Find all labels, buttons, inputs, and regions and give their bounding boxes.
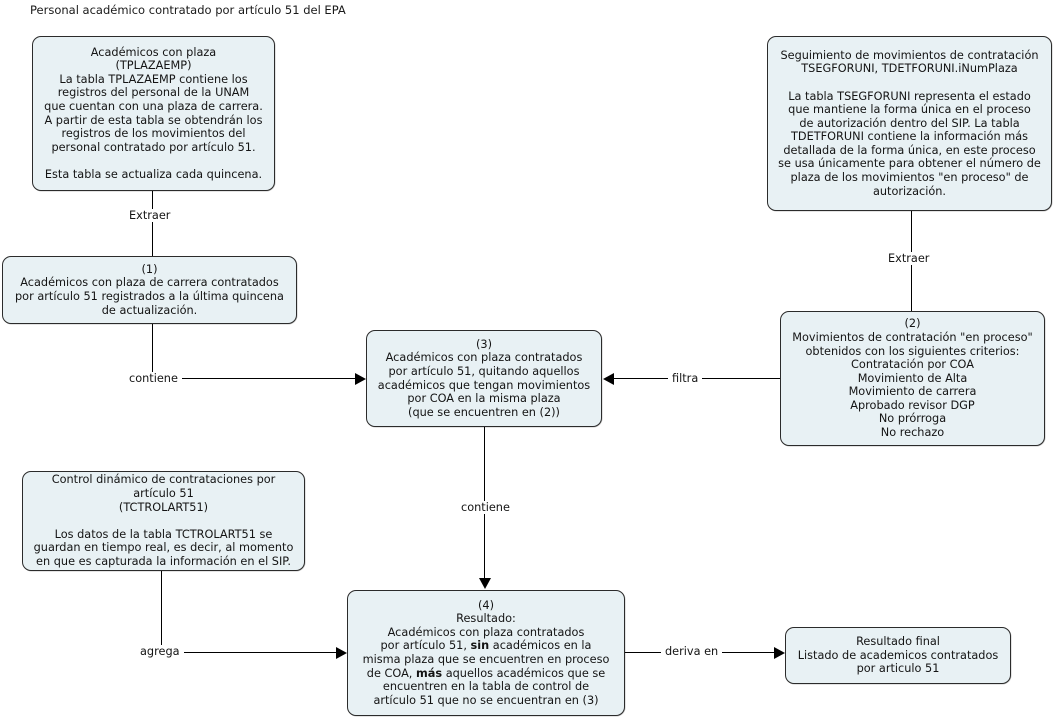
emphasis-mas: más (416, 666, 443, 680)
node-step-1[interactable]: (1) Académicos con plaza de carrera cont… (2, 256, 297, 324)
connector-tplazaemp-to-step1 (152, 191, 154, 256)
node-step-2[interactable]: (2) Movimientos de contratación "en proc… (780, 311, 1045, 446)
node-step-4-text: (4) Resultado: Académicos con plaza cont… (362, 598, 610, 707)
arrowhead-step2-to-step3 (603, 373, 614, 385)
node-tplazaemp-text: Académicos con plaza (TPLAZAEMP) La tabl… (44, 45, 263, 181)
node-tsegforuni-text: Seguimiento de movimientos de contrataci… (778, 48, 1041, 198)
edge-label-filtra: filtra (668, 372, 703, 385)
node-step-3-text: (3) Académicos con plaza contratados por… (377, 337, 591, 419)
node-tctrolart51-text: Control dinámico de contrataciones por a… (33, 473, 294, 568)
connector-step1-to-step3-horizontal (152, 378, 356, 380)
edge-label-extraer-left: Extraer (125, 209, 175, 222)
arrowhead-step4-to-final (774, 647, 785, 659)
arrowhead-step1-to-step3 (355, 373, 366, 385)
node-step-4[interactable]: (4) Resultado: Académicos con plaza cont… (347, 590, 625, 716)
node-tplazaemp[interactable]: Académicos con plaza (TPLAZAEMP) La tabl… (32, 36, 275, 191)
arrowhead-tctrolart51-to-step4 (336, 647, 347, 659)
connector-step1-to-step3-vertical (152, 324, 154, 379)
node-step-3[interactable]: (3) Académicos con plaza contratados por… (366, 330, 602, 427)
connector-tctrolart51-to-step4-vertical (161, 571, 163, 653)
arrowhead-step3-to-step4 (479, 578, 491, 589)
connector-tctrolart51-to-step4-horizontal (161, 652, 337, 654)
node-final-result[interactable]: Resultado final Listado de academicos co… (785, 627, 1011, 684)
node-step-2-text: (2) Movimientos de contratación "en proc… (792, 317, 1033, 440)
edge-label-agrega: agrega (136, 645, 184, 658)
node-final-result-text: Resultado final Listado de academicos co… (797, 635, 999, 676)
node-tsegforuni[interactable]: Seguimiento de movimientos de contrataci… (767, 36, 1052, 211)
edge-label-contiene-3-4: contiene (457, 501, 514, 514)
page-title: Personal académico contratado por artícu… (30, 3, 346, 17)
edge-label-extraer-right: Extraer (884, 252, 934, 265)
node-tctrolart51[interactable]: Control dinámico de contrataciones por a… (22, 471, 305, 571)
node-step-1-text: (1) Académicos con plaza de carrera cont… (15, 262, 284, 317)
edge-label-deriva-en: deriva en (661, 645, 723, 658)
edge-label-contiene-1-3: contiene (125, 372, 182, 385)
emphasis-sin: sin (470, 639, 490, 653)
